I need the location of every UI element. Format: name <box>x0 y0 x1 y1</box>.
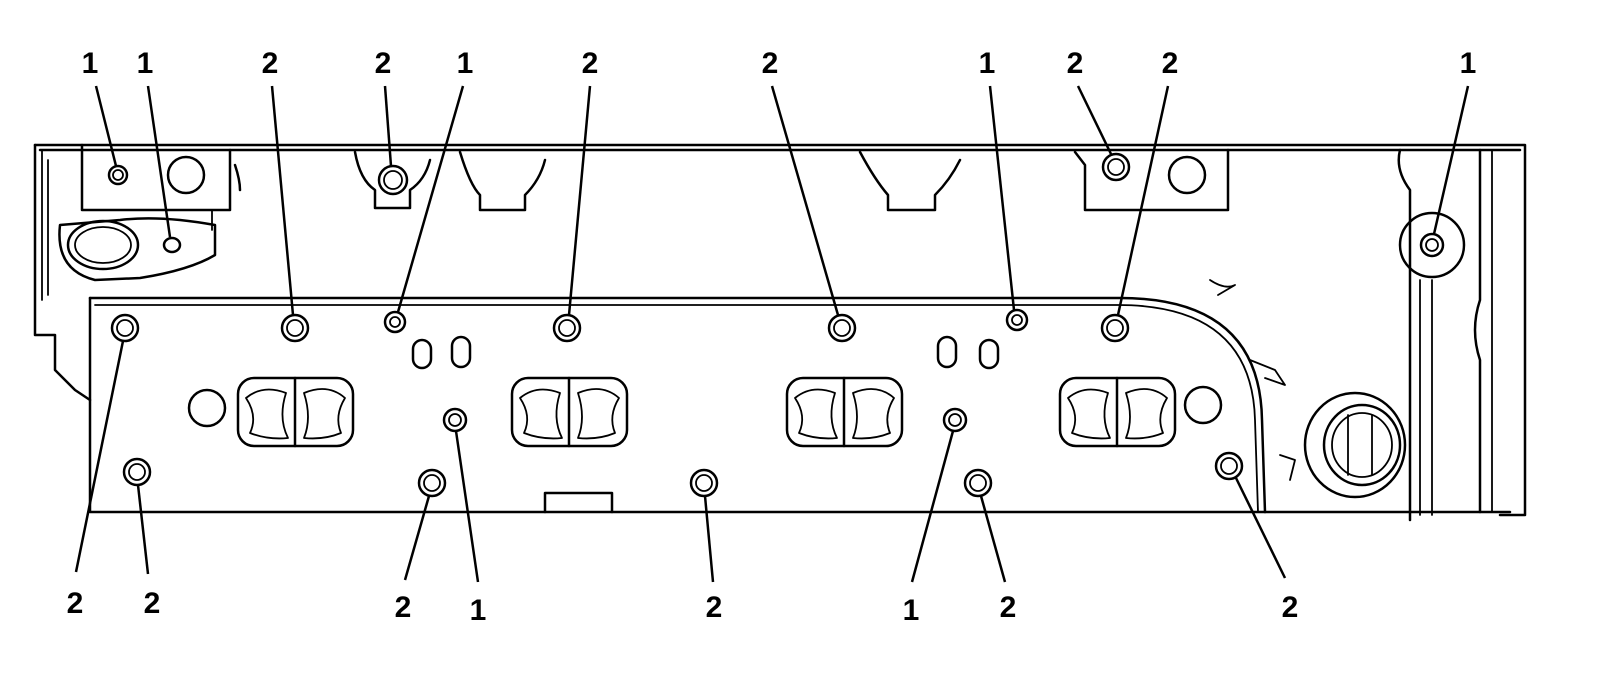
callout-label: 1 <box>903 594 920 627</box>
bolt-1 <box>1005 308 1029 332</box>
bolt-2 <box>280 313 310 343</box>
cylinder-head-outline <box>33 143 1527 522</box>
callout-label: 1 <box>979 47 996 80</box>
bolt-2 <box>1214 451 1244 481</box>
callout-label: 2 <box>1282 591 1299 624</box>
callout-label: 2 <box>395 591 412 624</box>
callout-label: 1 <box>137 47 154 80</box>
port-groups <box>236 376 1177 448</box>
bolt-2 <box>110 313 140 343</box>
bolt-1 <box>942 407 968 433</box>
callout-label: 2 <box>375 47 392 80</box>
callout-label: 2 <box>582 47 599 80</box>
callout-label: 2 <box>1000 591 1017 624</box>
bolt-1 <box>442 407 468 433</box>
leader-lines <box>74 85 1470 583</box>
bolts-type-1 <box>107 164 1445 433</box>
bolt-2 <box>552 313 582 343</box>
callout-label: 2 <box>67 587 84 620</box>
bolt-2 <box>417 468 447 498</box>
bolt-2 <box>377 164 409 196</box>
bolt-1 <box>107 164 129 186</box>
callout-label: 1 <box>470 594 487 627</box>
bolt-2 <box>963 468 993 498</box>
callout-label: 1 <box>457 47 474 80</box>
bolt-1 <box>383 310 407 334</box>
bolt-1 <box>1419 232 1445 258</box>
bolt-2 <box>827 313 857 343</box>
callout-label: 2 <box>706 591 723 624</box>
bolt-2 <box>1101 152 1131 182</box>
callout-label: 2 <box>144 587 161 620</box>
callout-label: 2 <box>262 47 279 80</box>
bolt-2 <box>1100 313 1130 343</box>
callout-label: 1 <box>1460 47 1477 80</box>
bolt-2 <box>122 457 152 487</box>
bolt-2 <box>689 468 719 498</box>
callout-label: 2 <box>1162 47 1179 80</box>
callout-label: 1 <box>82 47 99 80</box>
callout-label: 2 <box>1067 47 1084 80</box>
callout-labels: 1 1 2 2 1 2 2 1 2 2 1 2 2 2 1 2 1 2 2 <box>67 47 1477 627</box>
misc-holes <box>166 155 1223 428</box>
bolt-1 <box>162 236 182 254</box>
bolts-type-2 <box>110 152 1244 498</box>
callout-label: 2 <box>762 47 779 80</box>
